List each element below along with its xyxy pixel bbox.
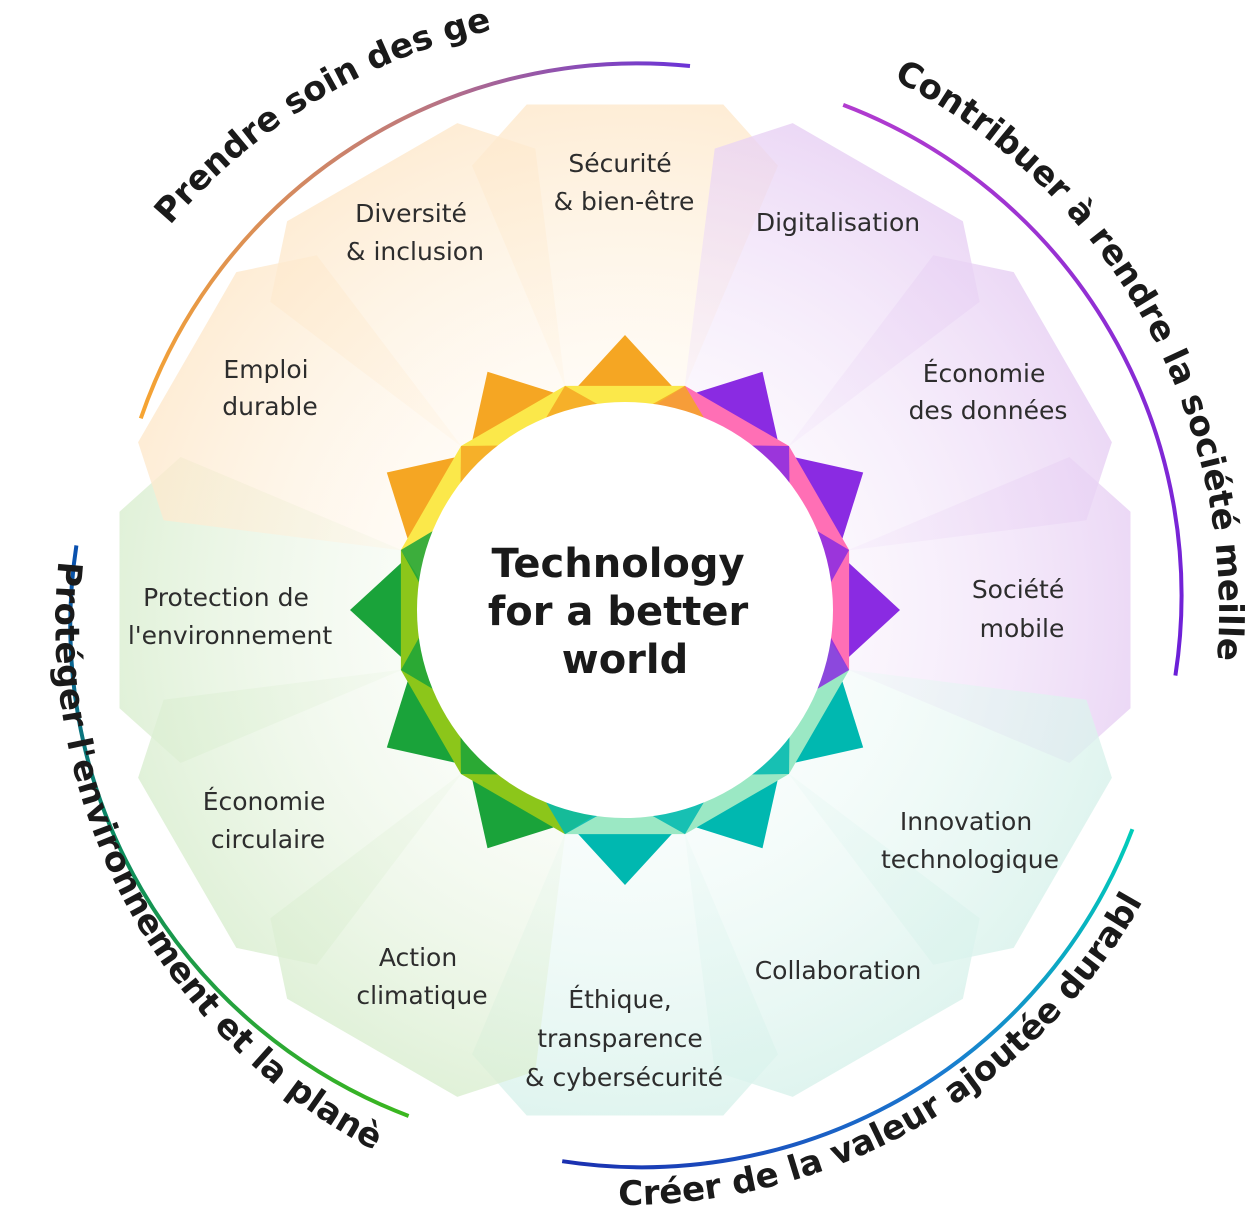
center-title-line1: Technology (491, 541, 744, 587)
topic-societe-mobile: Société mobile (972, 575, 1072, 643)
topic-petal (270, 123, 566, 448)
star-overlap (814, 529, 850, 585)
topic-petal (270, 772, 566, 1097)
center-title-line3: world (562, 637, 689, 683)
center-title: Technology for a better world (488, 541, 762, 683)
topic-petal (787, 669, 1112, 965)
topic-emploi-durable: Emploi durable (222, 355, 318, 421)
topic-digitalisation: Digitalisation (756, 208, 920, 237)
topic-protection-environnement: Protection de l'environnement (128, 583, 332, 650)
topic-economie-circulaire: Économie circulaire (203, 787, 334, 854)
petal-group (119, 104, 1131, 1116)
star-overlap (400, 529, 436, 585)
star-overlap (544, 385, 600, 421)
topic-petal (684, 123, 980, 448)
star-overlap (650, 385, 706, 421)
topic-petal (138, 255, 463, 551)
star-overlap (400, 635, 436, 691)
star-overlap (544, 799, 600, 835)
topic-economie-donnees: Économie des données (909, 359, 1068, 425)
star-overlap (650, 799, 706, 835)
pillar-arc-environment (68, 545, 410, 1118)
pillar-arc-value (561, 828, 1135, 1170)
topic-action-climatique: Action climatique (356, 943, 487, 1010)
center-title-line2: for a better (488, 589, 749, 635)
topic-ethique: Éthique, transparence & cybersécurité (525, 985, 723, 1092)
topic-collaboration: Collaboration (755, 956, 922, 985)
pillar-arc-society (842, 103, 1184, 676)
center-disc (417, 402, 833, 818)
topic-innovation: Innovation technologique (881, 807, 1059, 874)
pillar-arc-care (138, 61, 691, 420)
topic-securite: Sécurité & bien-être (554, 149, 695, 216)
topic-diversite-inclusion: Diversité & inclusion (346, 199, 484, 266)
star-overlap (814, 635, 850, 691)
